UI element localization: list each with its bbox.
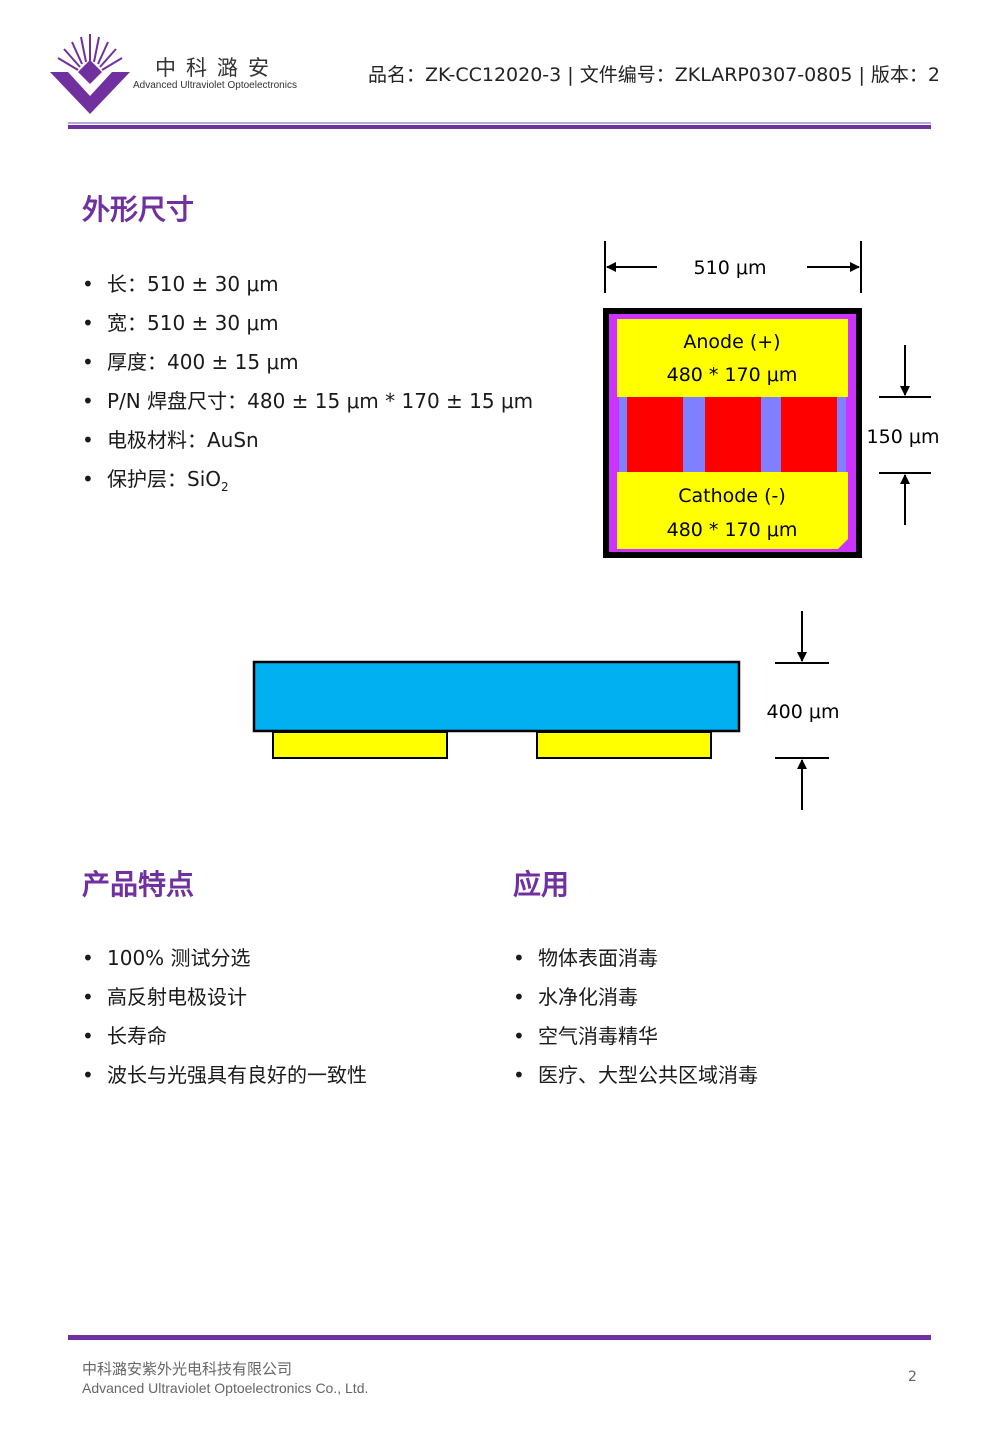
header-divider xyxy=(68,122,931,129)
chip-top-view-diagram: 510 μm Anode (+) 480 * 170 μm Cathode (-… xyxy=(603,241,940,558)
cathode-label: Cathode (-) xyxy=(678,485,786,507)
page-number: 2 xyxy=(908,1369,917,1385)
feature-item: 100% 测试分选 xyxy=(82,944,367,983)
logo-english-name: Advanced Ultraviolet Optoelectronics xyxy=(133,80,297,91)
application-item: 水净化消毒 xyxy=(513,983,758,1022)
cathode-size: 480 * 170 μm xyxy=(667,519,798,541)
gap-label: 150 μm xyxy=(867,426,940,448)
features-title: 产品特点 xyxy=(82,868,195,901)
dimension-item: 长：510 ± 30 μm xyxy=(82,270,533,309)
side-pad-left xyxy=(272,731,448,759)
applications-title: 应用 xyxy=(513,868,570,901)
anode-label: Anode (+) xyxy=(683,331,780,353)
dimension-item: 宽：510 ± 30 μm xyxy=(82,309,533,348)
document-info: 品名：ZK-CC12020-3 | 文件编号：ZKLARP0307-0805 |… xyxy=(368,64,941,86)
dimension-item: 电极材料：AuSn xyxy=(82,426,533,465)
protection-subscript: 2 xyxy=(221,480,229,494)
footer-company-en: Advanced Ultraviolet Optoelectronics Co.… xyxy=(82,1380,369,1396)
width-label: 510 μm xyxy=(694,257,767,279)
applications-list: 物体表面消毒 水净化消毒 空气消毒精华 医疗、大型公共区域消毒 xyxy=(513,944,758,1100)
dimension-item-protection: 保护层：SiO2 xyxy=(82,465,533,504)
application-item: 医疗、大型公共区域消毒 xyxy=(513,1061,758,1100)
anode-pad xyxy=(617,319,848,397)
active-stripe xyxy=(705,397,761,472)
active-stripe xyxy=(781,397,837,472)
dimension-item: P/N 焊盘尺寸：480 ± 15 μm * 170 ± 15 μm xyxy=(82,387,533,426)
logo-chinese-name: 中科潞安 xyxy=(155,56,279,80)
footer-divider xyxy=(68,1335,931,1340)
anode-size: 480 * 170 μm xyxy=(667,364,798,386)
thickness-label: 400 μm xyxy=(767,701,840,723)
chip-side-view-diagram: 400 μm xyxy=(252,611,840,810)
company-logo-icon xyxy=(50,34,130,114)
features-list: 100% 测试分选 高反射电极设计 长寿命 波长与光强具有良好的一致性 xyxy=(82,944,367,1100)
application-item: 物体表面消毒 xyxy=(513,944,758,983)
dimensions-list: 长：510 ± 30 μm 宽：510 ± 30 μm 厚度：400 ± 15 … xyxy=(82,270,533,504)
dimension-item: 厚度：400 ± 15 μm xyxy=(82,348,533,387)
side-pad-right xyxy=(536,731,712,759)
application-item: 空气消毒精华 xyxy=(513,1022,758,1061)
feature-item: 波长与光强具有良好的一致性 xyxy=(82,1061,367,1100)
cathode-pad xyxy=(617,472,848,549)
protection-label: 保护层：SiO xyxy=(107,467,221,491)
substrate xyxy=(252,660,741,733)
active-stripe xyxy=(627,397,683,472)
feature-item: 长寿命 xyxy=(82,1022,367,1061)
dimensions-title: 外形尺寸 xyxy=(82,193,195,226)
footer-company-cn: 中科潞安紫外光电科技有限公司 xyxy=(82,1360,293,1378)
feature-item: 高反射电极设计 xyxy=(82,983,367,1022)
